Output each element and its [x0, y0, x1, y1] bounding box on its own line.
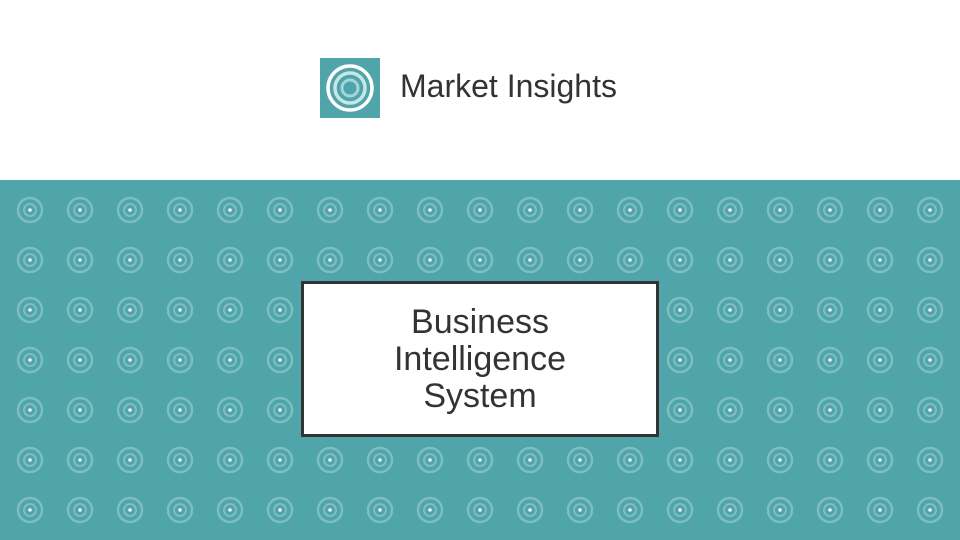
brand-name: Market Insights — [400, 68, 617, 104]
title-line: System — [423, 376, 537, 415]
title-card: Business Intelligence System — [301, 281, 659, 437]
title-line: Business — [411, 302, 549, 341]
header: Market Insights — [0, 0, 960, 180]
target-icon — [320, 58, 380, 118]
title-line: Intelligence — [393, 339, 566, 378]
